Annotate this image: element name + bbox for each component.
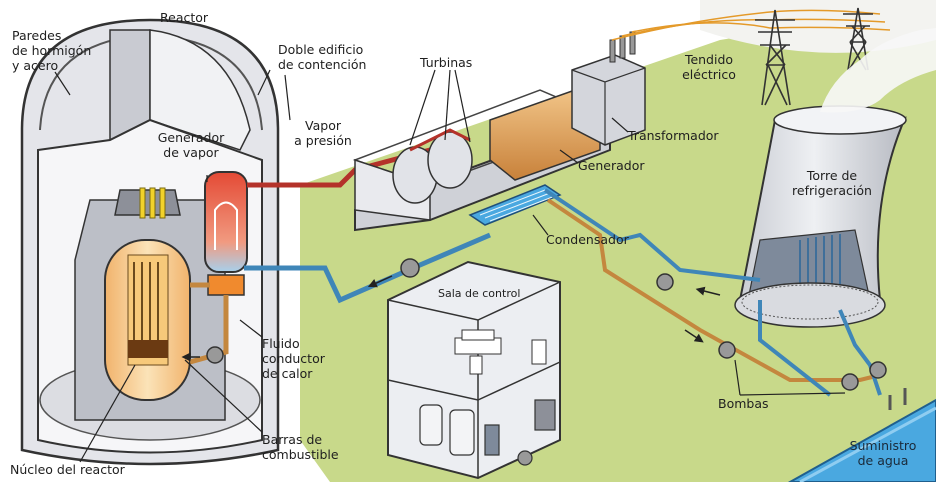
label-containment: Doble edificio de contención bbox=[278, 42, 367, 72]
reactor-core bbox=[128, 340, 168, 358]
label-heat-fluid: Fluido conductor de calor bbox=[262, 336, 325, 381]
reactor-vessel bbox=[104, 187, 191, 401]
steam-plume bbox=[820, 28, 936, 113]
label-cooling-tower: Torre de refrigeración bbox=[792, 168, 872, 198]
pylon-right bbox=[843, 7, 873, 71]
control-rods bbox=[139, 187, 166, 219]
control-room-building bbox=[387, 260, 561, 480]
cooling-pipe-out bbox=[543, 188, 761, 282]
feedwater-pipe bbox=[244, 232, 491, 304]
feedwater-pump bbox=[400, 258, 420, 278]
label-steam-pressure: Vapor a presión bbox=[294, 118, 352, 148]
cooling-pump-2 bbox=[718, 341, 736, 359]
water-pump-2 bbox=[869, 361, 887, 379]
label-walls: Paredes de hormigón y acero bbox=[12, 28, 92, 73]
control-desk bbox=[454, 329, 547, 375]
label-transformer: Transformador bbox=[628, 128, 719, 143]
label-steam-generator: Generador de vapor bbox=[157, 130, 225, 160]
label-fuel-rods: Barras de combustible bbox=[262, 432, 339, 462]
cooling-pump-1 bbox=[656, 273, 674, 291]
fuel-rods bbox=[133, 262, 159, 355]
transformer bbox=[571, 31, 646, 146]
primary-loop-pipe bbox=[189, 282, 229, 365]
cooling-pipe-tower bbox=[758, 300, 882, 397]
label-reactor: Reactor bbox=[160, 10, 209, 25]
label-water-supply: Suministro de agua bbox=[849, 438, 917, 468]
condenser-unit bbox=[468, 184, 562, 226]
cooling-pipe-return bbox=[546, 198, 881, 382]
leader-lines bbox=[54, 69, 846, 463]
label-condenser: Condensador bbox=[546, 232, 629, 247]
label-control-room: Sala de control bbox=[438, 287, 521, 300]
label-turbines: Turbinas bbox=[420, 55, 473, 70]
pylon-left bbox=[755, 9, 795, 106]
cooling-tower bbox=[734, 28, 936, 328]
water-supply-pool bbox=[787, 398, 936, 482]
water-pump-1 bbox=[841, 373, 859, 391]
label-pumps: Bombas bbox=[718, 396, 769, 411]
label-core: Núcleo del reactor bbox=[10, 462, 125, 477]
label-power-line: Tendido eléctrico bbox=[682, 52, 736, 82]
steam-pipe bbox=[247, 147, 431, 188]
primary-pump bbox=[206, 346, 224, 364]
steam-generator bbox=[204, 171, 248, 296]
label-generator: Generador bbox=[578, 158, 645, 173]
turbine-hall bbox=[352, 89, 613, 232]
turbines bbox=[392, 128, 473, 204]
equipment-tanks bbox=[419, 399, 556, 466]
